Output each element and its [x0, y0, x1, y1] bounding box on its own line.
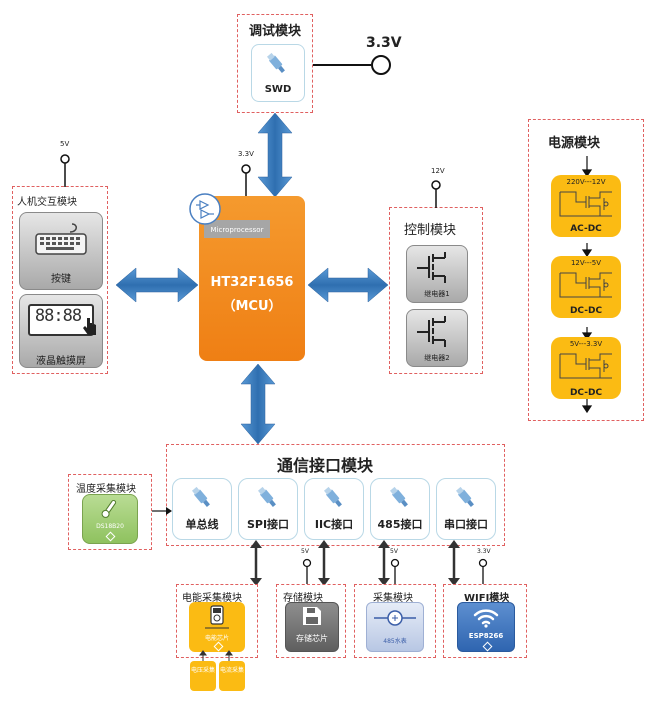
swd-tile	[251, 44, 305, 102]
meter-icon	[205, 605, 229, 629]
port-spi	[238, 478, 298, 540]
usb-icon	[389, 486, 408, 507]
storage-module-title: 存储模块	[283, 593, 323, 604]
arrow-uart-wifi	[448, 540, 460, 586]
port-uart	[436, 478, 496, 540]
port-label: IIC接口	[314, 518, 354, 531]
port-label: SPI接口	[246, 518, 290, 531]
hmi-power-pin	[60, 154, 70, 187]
arrow-iic-storage	[318, 540, 330, 586]
mcu-chip-strip	[204, 220, 270, 238]
storage-power-pin	[302, 558, 312, 584]
wifi-chip: ESP8266	[468, 632, 504, 640]
control-module-title: 控制模块	[404, 223, 457, 238]
relay1-label: 继电器1	[424, 290, 450, 298]
relay2-tile	[406, 309, 468, 367]
mcu-power-pin	[241, 164, 251, 198]
temp-chip: DS18B20	[96, 523, 124, 530]
debug-module-title: 调试模块	[249, 24, 302, 39]
port-label: 485接口	[377, 518, 423, 531]
hmi-module-title: 人机交互模块	[17, 197, 77, 208]
arrow-485-acq	[378, 540, 390, 586]
power-stage-range: 220V---12V	[566, 178, 606, 186]
arrow-mcu-comm	[240, 363, 276, 445]
acq-power-pin	[390, 558, 400, 584]
floppy-disk-icon	[303, 607, 321, 625]
port-iic	[304, 478, 364, 540]
wifi-icon	[473, 609, 499, 628]
mcu-voltage: 3.3V	[238, 150, 254, 158]
acq-voltage: 5V	[390, 548, 398, 555]
storage-voltage: 5V	[301, 548, 309, 555]
wifi-module-title: WIFI模块	[464, 593, 510, 604]
circuit-icon	[559, 353, 612, 379]
mcu-type: （MCU）	[222, 299, 282, 314]
usb-icon	[191, 486, 210, 507]
port-single-bus	[172, 478, 232, 540]
control-power-pin	[431, 180, 441, 208]
hmi-voltage: 5V	[60, 140, 70, 148]
comm-module-title: 通信接口模块	[277, 456, 374, 475]
energy-sub-arrows	[199, 650, 233, 661]
power-stage-range: 12V---5V	[570, 259, 602, 267]
usb-icon	[266, 52, 285, 73]
usb-icon	[323, 486, 342, 507]
relay2-label: 继电器2	[424, 354, 450, 362]
lcd-label: 液晶触摸屏	[36, 356, 86, 367]
port-485	[370, 478, 430, 540]
arrow-spi-energy	[250, 540, 262, 586]
mcu-name: HT32F1656	[210, 275, 294, 290]
port-label: 串口接口	[444, 518, 488, 531]
energy-current-tile	[219, 661, 245, 691]
temp-module-title: 温度采集模块	[76, 484, 136, 495]
usb-icon	[455, 486, 474, 507]
circuit-icon	[559, 191, 612, 217]
relay1-tile	[406, 245, 468, 303]
arrow-temp-comm	[152, 507, 172, 515]
energy-sub2: 电流采集	[219, 667, 244, 674]
keyboard-icon	[35, 223, 87, 255]
energy-sub1: 电压采集	[190, 667, 215, 674]
relay-switch-icon	[417, 316, 446, 347]
wifi-voltage: 3.3V	[477, 548, 491, 555]
storage-chip: 存储芯片	[296, 634, 328, 643]
power-stage-label: DC-DC	[569, 306, 603, 316]
control-voltage: 12V	[431, 167, 445, 175]
usb-icon	[257, 486, 276, 507]
processor-icon	[189, 193, 221, 225]
energy-module-title: 电能采集模块	[182, 593, 242, 604]
power-stage-range: 5V---3.3V	[569, 340, 603, 348]
lcd-display	[28, 304, 94, 336]
mcu-sublabel: Microprocessor	[210, 226, 264, 234]
power-module-title: 电源模块	[548, 136, 601, 151]
swd-label: SWD	[264, 84, 292, 95]
thermometer-icon	[101, 499, 117, 518]
port-label: 单总线	[185, 518, 219, 531]
acq-module-title: 采集模块	[373, 593, 413, 604]
power-stage-label: DC-DC	[569, 388, 603, 398]
power-flow-arrows	[581, 156, 593, 414]
arrow-hmi-mcu	[115, 267, 199, 303]
energy-chip: 电能芯片	[204, 635, 229, 642]
relay-switch-icon	[417, 252, 446, 283]
water-meter-icon	[374, 610, 416, 626]
debug-power-line	[313, 55, 391, 75]
energy-voltage-tile	[190, 661, 216, 691]
acq-chip: 485水表	[383, 638, 407, 645]
lcd-digits: 88:88	[34, 306, 82, 326]
keyboard-label: 按键	[51, 274, 71, 285]
arrow-debug-mcu	[257, 112, 293, 198]
temp-tile	[82, 494, 138, 544]
arrow-mcu-control	[307, 267, 389, 303]
touch-hand-icon	[83, 318, 96, 335]
circuit-icon	[559, 272, 612, 298]
power-stage-label: AC-DC	[570, 224, 602, 234]
debug-voltage-label: 3.3V	[366, 35, 402, 51]
wifi-power-pin	[478, 558, 488, 584]
